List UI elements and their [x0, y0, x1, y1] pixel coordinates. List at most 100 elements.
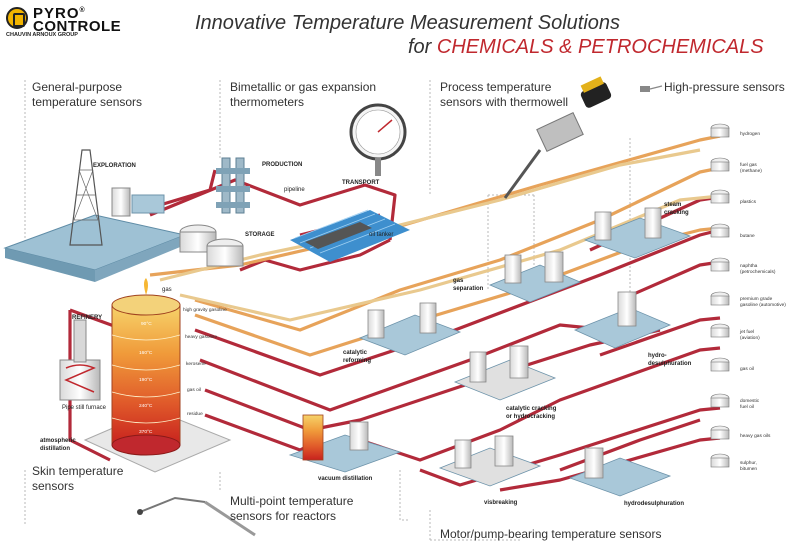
product-line: bitumen [740, 467, 758, 472]
product-tank [710, 393, 730, 408]
product-line: (aviation) [740, 336, 760, 341]
label-atmospheric-distillation: atmospheric distillation [40, 437, 76, 453]
label-line: catalytic [343, 350, 368, 356]
label-line: or hydrocracking [506, 414, 556, 420]
process-units [288, 207, 692, 497]
product-tank [710, 223, 730, 238]
category-line: Skin temperature [32, 464, 124, 478]
unit-steam-cracking [583, 207, 692, 259]
unit-hydro-desulphuration [573, 291, 672, 349]
skin-sensor-image [137, 496, 256, 537]
product-line: (methane) [740, 169, 762, 174]
label-exploration: EXPLORATION [93, 163, 136, 169]
product-line: fuel gas [740, 163, 757, 168]
product-label: plastics [740, 200, 756, 206]
label-hydro-desulphuration: hydro- desulphuration [648, 352, 691, 368]
product-tank [710, 323, 730, 338]
label-line: distillation [40, 446, 70, 452]
product-line: (petrochemicals) [740, 270, 776, 275]
product-line: jet fuel [740, 330, 755, 335]
unit-vacuum-distillation [288, 414, 402, 473]
pipe-still-furnace [59, 319, 101, 401]
label-visbreaking: visbreaking [484, 500, 518, 506]
product-label: heavy gas oils [740, 434, 770, 440]
category-process-thermowell: Process temperature sensors with thermow… [440, 80, 568, 110]
title-highlight: CHEMICALS & PETROCHEMICALS [436, 36, 764, 58]
product-line: fuel oil [740, 405, 754, 410]
label-gas: gas [162, 287, 172, 293]
label-line: steam [664, 202, 682, 208]
category-general-purpose: General-purpose temperature sensors [32, 80, 142, 110]
category-line: Bimetallic or gas expansion [230, 80, 377, 94]
unit-hydrodesulphuration [568, 447, 672, 497]
logo-line2: CONTROLE [33, 18, 122, 35]
distillation-column [83, 278, 232, 473]
product-label: butane [740, 234, 755, 240]
fraction-label: kerosene [186, 362, 206, 367]
label-line: hydro- [648, 353, 667, 359]
label-steam-cracking: steam cracking [664, 201, 689, 217]
product-line: naphtha [740, 264, 758, 269]
product-line: hydrogen [740, 132, 761, 137]
product-line: butane [740, 234, 755, 239]
category-line: Motor/pump-bearing temperature sensors [440, 527, 662, 541]
label-storage: STORAGE [245, 232, 275, 238]
label-hydrodesulphuration: hydrodesulphuration [624, 501, 684, 507]
oil-tanker [290, 209, 410, 262]
label-catalytic-reforming: catalytic reforming [343, 349, 371, 365]
category-bimetallic: Bimetallic or gas expansion thermometers [230, 80, 376, 110]
label-transport: TRANSPORT [342, 180, 380, 186]
product-tank [710, 123, 730, 138]
product-tank [710, 189, 730, 204]
category-brackets [24, 80, 631, 541]
product-tank [710, 291, 730, 306]
label-line: gas [453, 278, 464, 284]
label-line: atmospheric [40, 438, 76, 444]
category-multi-point: Multi-point temperature sensors for reac… [230, 494, 353, 524]
label-oil-tanker: oil tanker [369, 232, 394, 238]
fraction-label: residue [187, 412, 203, 417]
column-temp: 160°C [139, 351, 153, 356]
unit-visbreaking [438, 435, 542, 487]
unit-catalytic-reforming [358, 302, 462, 356]
product-tank [710, 357, 730, 372]
category-line: General-purpose [32, 80, 123, 94]
label-line: cracking [664, 210, 689, 216]
label-gas-separation: gas separation [453, 277, 483, 293]
logo-subtitle: CHAUVIN ARNOUX GROUP [6, 32, 78, 38]
product-label: naphtha(petrochemicals) [740, 264, 775, 276]
dial-thermometer-image [349, 103, 407, 176]
label-line: reforming [343, 358, 372, 364]
storage-tanks [179, 224, 244, 267]
logo-line1: PYRO® [33, 5, 86, 22]
category-line: sensors [32, 479, 75, 493]
page-title-line2: for CHEMICALS & PETROCHEMICALS [408, 36, 764, 58]
fraction-label: heavy gasoline [185, 335, 218, 340]
product-line: premium grade [740, 297, 773, 302]
pyro-controle-logo: PYRO® CONTROLE CHAUVIN ARNOUX GROUP [3, 3, 122, 38]
product-line: sulphur, [740, 461, 757, 466]
label-pipe-still-furnace: Pipe still furnace [62, 405, 107, 411]
product-label: fuel gas(methane) [740, 163, 762, 175]
unit-catalytic-cracking [453, 345, 557, 401]
product-line: plastics [740, 200, 756, 205]
category-line: sensors for reactors [230, 509, 337, 523]
label-refinery: REFINERY [72, 315, 103, 321]
label-vacuum-distillation: vacuum distillation [318, 476, 373, 482]
product-line: gasoline (automotive) [740, 303, 786, 308]
high-pressure-sensor-image [640, 85, 663, 92]
label-line: separation [453, 286, 484, 292]
product-tanks [710, 123, 730, 468]
category-line: Process temperature [440, 80, 552, 94]
exploration-platform [3, 149, 187, 282]
fraction-label: gas oil [187, 388, 201, 393]
product-line: domestic [740, 399, 760, 404]
product-label: hydrogen [740, 132, 760, 138]
column-temp: 190°C [139, 378, 153, 383]
label-production: PRODUCTION [262, 162, 303, 168]
production-unit [216, 157, 250, 214]
unit-gas-separation [488, 251, 582, 303]
